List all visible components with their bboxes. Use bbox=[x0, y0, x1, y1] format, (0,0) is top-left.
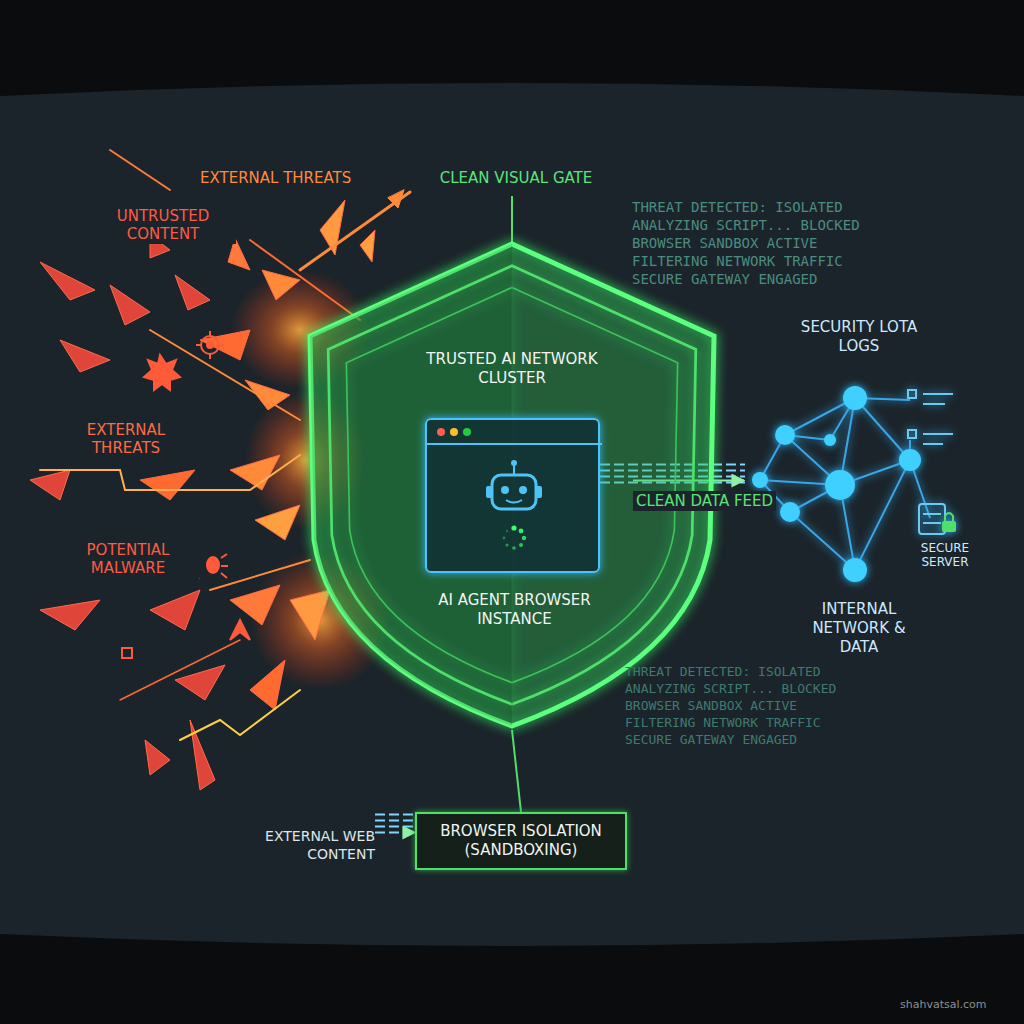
log-line: SECURE GATEWAY ENGAGED bbox=[625, 732, 797, 748]
gate-label: CLEAN VISUAL GATE bbox=[418, 168, 614, 188]
log-line: BROWSER SANDBOX ACTIVE bbox=[632, 235, 817, 252]
connector-line bbox=[512, 730, 521, 812]
browser-window-art bbox=[427, 420, 602, 575]
log-line: FILTERING NETWORK TRAFFIC bbox=[625, 715, 821, 731]
connector bbox=[512, 730, 521, 812]
connector-line bbox=[375, 814, 415, 816]
browser-window: AI AGENT BROWSER INSTANCE bbox=[425, 418, 600, 573]
log-line: SECURE GATEWAY ENGAGED bbox=[632, 271, 817, 288]
window-caption: AI AGENT BROWSER INSTANCE bbox=[422, 591, 607, 629]
connector bbox=[375, 815, 415, 833]
threat-icons bbox=[122, 331, 250, 658]
connector-line bbox=[375, 826, 415, 828]
threat-label: UNTRUSTED CONTENT bbox=[90, 206, 236, 244]
log-line: ANALYZING SCRIPT... BLOCKED bbox=[625, 681, 836, 697]
network-caption: INTERNAL NETWORK & DATA bbox=[792, 600, 926, 656]
shield-node: TRUSTED AI NETWORK CLUSTER AI AGENT BROWS… bbox=[300, 240, 724, 730]
threat-label: POTENTIAL MALWARE bbox=[50, 540, 206, 578]
log-line: THREAT DETECTED: ISOLATED bbox=[625, 664, 821, 680]
connector-line bbox=[375, 820, 415, 822]
log-line: THREAT DETECTED: ISOLATED bbox=[632, 199, 843, 216]
network-heading: SECURITY LOTA LOGS bbox=[792, 318, 926, 356]
source-text: EXTERNAL WEB CONTENT bbox=[250, 828, 375, 863]
gate-line bbox=[511, 196, 513, 242]
log-line: BROWSER SANDBOX ACTIVE bbox=[625, 698, 797, 714]
watermark: shahvatsal.com bbox=[900, 998, 987, 1011]
lock-icon bbox=[942, 513, 956, 532]
connector-line bbox=[375, 832, 415, 834]
log-line: ANALYZING SCRIPT... BLOCKED bbox=[632, 217, 860, 234]
shield-title: TRUSTED AI NETWORK CLUSTER bbox=[422, 350, 602, 388]
network-cluster: SECURITY LOTA LOGSINTERNAL NETWORK & DAT… bbox=[745, 318, 970, 643]
server-label: SECURE SERVER bbox=[910, 541, 980, 570]
network-graph bbox=[745, 318, 970, 643]
threat-label: EXTERNAL THREATS bbox=[58, 420, 194, 458]
panel bbox=[0, 83, 1024, 946]
sandbox-text: BROWSER ISOLATION (SANDBOXING) bbox=[431, 822, 611, 860]
log-line: FILTERING NETWORK TRAFFIC bbox=[632, 253, 843, 270]
threat-label: EXTERNAL THREATS bbox=[197, 168, 393, 188]
source-node: EXTERNAL WEB CONTENT bbox=[250, 828, 375, 863]
sandbox-box: BROWSER ISOLATION (SANDBOXING) bbox=[415, 812, 627, 870]
